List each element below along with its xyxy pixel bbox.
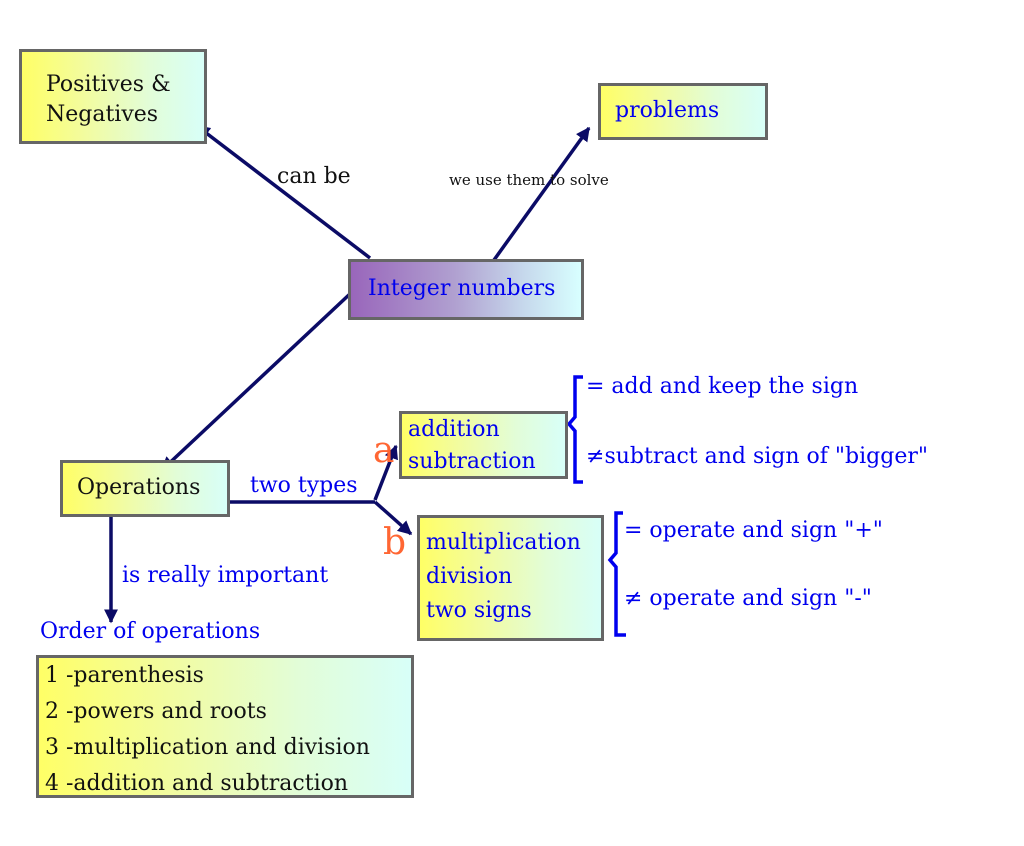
rule-multiplication-different-signs: ≠ operate and sign "-" [624, 586, 872, 611]
arrow-to-multiplication [373, 500, 413, 536]
order-of-operations-title: Order of operations [40, 619, 261, 644]
node-positives-line-2: Negatives [46, 101, 159, 127]
node-integer-numbers-label: Integer numbers [368, 276, 556, 301]
link-label-can-be: can be [277, 164, 351, 189]
node-operations[interactable]: Operations [60, 460, 230, 517]
node-multiplication-line-1: multiplication [426, 530, 581, 555]
order-item-4: 4 -addition and subtraction [45, 771, 349, 796]
equal-sign-icon: = [586, 374, 605, 399]
node-problems[interactable]: problems [598, 83, 768, 140]
marker-b: b [383, 522, 407, 563]
arrow-integer-to-problems [492, 126, 591, 262]
node-multiplication-line-2: division [426, 564, 513, 589]
link-label-is-really-important: is really important [122, 563, 329, 588]
node-addition-subtraction[interactable]: addition subtraction [399, 411, 568, 479]
rule-multiplication-equal-signs: = operate and sign "+" [624, 518, 883, 543]
node-problems-label: problems [615, 98, 720, 123]
brace-multiplication-rules [607, 511, 626, 637]
rule-text: subtract and sign of "bigger" [604, 444, 928, 469]
node-multiplication-line-3: two signs [426, 598, 532, 623]
node-multiplication-division[interactable]: multiplication division two signs [417, 515, 604, 641]
order-item-2: 2 -powers and roots [45, 699, 267, 724]
node-positives-line-1: Positives & [46, 72, 171, 97]
not-equal-sign-icon: ≠ [586, 444, 605, 469]
node-positives-negatives[interactable]: Positives & Negatives [19, 49, 207, 144]
node-addition-line-1: addition [408, 417, 500, 442]
node-operations-label: Operations [77, 475, 201, 500]
order-item-1: 1 -parenthesis [45, 663, 204, 688]
order-item-3: 3 -multiplication and division [45, 735, 370, 760]
arrow-to-addition [373, 444, 398, 501]
rule-text: operate and sign "-" [642, 586, 872, 611]
arrow-integer-to-operations [160, 290, 354, 472]
brace-addition-rules [566, 375, 583, 484]
marker-a: a [373, 430, 395, 471]
not-equal-sign-icon: ≠ [624, 586, 643, 611]
equal-sign-icon: = [624, 518, 643, 543]
node-order-list[interactable]: 1 -parenthesis 2 -powers and roots 3 -mu… [36, 655, 414, 798]
arrow-integer-to-positives [195, 124, 372, 260]
rule-addition-different-signs: ≠subtract and sign of "bigger" [586, 444, 928, 469]
node-integer-numbers[interactable]: Integer numbers [348, 259, 584, 320]
rule-addition-equal-signs: = add and keep the sign [586, 374, 858, 399]
link-label-two-types: two types [250, 473, 358, 498]
node-addition-line-2: subtraction [408, 449, 536, 474]
rule-text: operate and sign "+" [642, 518, 883, 543]
link-label-we-use-them: we use them to solve [449, 171, 609, 189]
rule-text: add and keep the sign [604, 374, 859, 399]
